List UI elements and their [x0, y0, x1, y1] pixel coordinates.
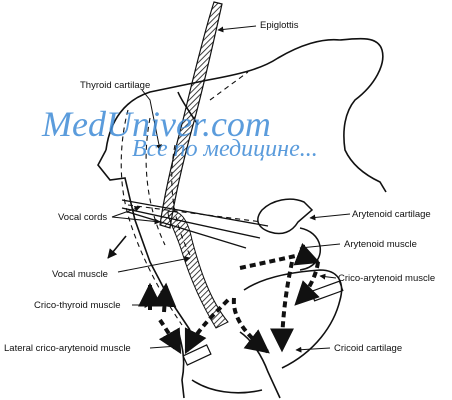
direction-arrow — [107, 235, 127, 259]
label-cricoid-cartilage: Cricoid cartilage — [334, 343, 402, 354]
label-vocal-muscle: Vocal muscle — [52, 269, 108, 280]
muscle-arrows — [138, 242, 321, 355]
label-crico-arytenoid-muscle: Crico-arytenoid muscle — [338, 273, 435, 284]
leader-lines — [111, 25, 351, 353]
watermark-site: MedUniver.com — [41, 104, 271, 144]
label-vocal-cords: Vocal cords — [58, 212, 107, 223]
label-thyroid-cartilage: Thyroid cartilage — [80, 80, 150, 91]
label-arytenoid-cartilage: Arytenoid cartilage — [352, 209, 431, 220]
label-crico-thyroid-muscle: Crico-thyroid muscle — [34, 300, 121, 311]
label-arytenoid-muscle: Arytenoid muscle — [344, 239, 417, 250]
label-lateral-crico-arytenoid-muscle: Lateral crico-arytenoid muscle — [4, 343, 131, 354]
vocal-cords-shape — [121, 199, 269, 249]
watermark-tagline: Все по медицине... — [132, 136, 318, 162]
label-epiglottis: Epiglottis — [260, 20, 299, 31]
vocal-muscle-shape — [167, 210, 229, 329]
